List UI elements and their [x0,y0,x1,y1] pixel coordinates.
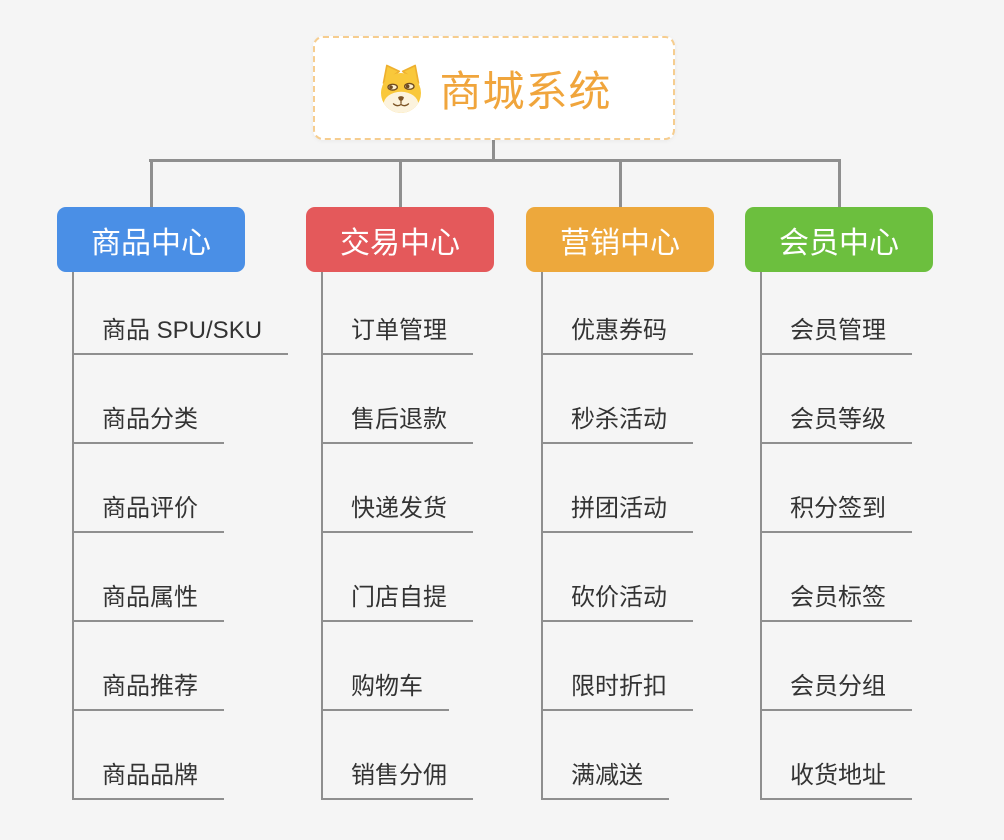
branch-node-label: 营销中心 [560,226,680,260]
branch-node-label: 交易中心 [340,226,460,260]
leaf-node[interactable]: 会员分组 [760,671,912,711]
root-node[interactable]: 商城系统 [313,36,675,140]
leaf-node[interactable]: 秒杀活动 [541,404,693,444]
connector-horizontal [149,159,840,162]
connector-drop [149,159,153,207]
leaf-node-label: 限时折扣 [571,673,667,700]
doge-face-icon [381,64,422,113]
leaf-node[interactable]: 订单管理 [321,315,473,355]
leaf-node[interactable]: 收货地址 [760,760,912,800]
branch-node-1[interactable]: 商品中心 [57,207,245,272]
connector-root-stub [492,140,495,162]
leaf-node-label: 商品推荐 [102,673,198,700]
leaf-node[interactable]: 商品品牌 [72,760,224,800]
leaf-node-label: 销售分佣 [351,762,447,789]
leaf-node[interactable]: 会员标签 [760,582,912,622]
leaf-node-label: 购物车 [351,673,423,700]
leaf-node-label: 秒杀活动 [571,406,667,433]
leaf-node-label: 积分签到 [790,495,886,522]
connector-spine [321,272,323,800]
leaf-node[interactable]: 会员管理 [760,315,912,355]
leaf-node-label: 订单管理 [351,317,447,344]
connector-spine [72,272,74,800]
leaf-node[interactable]: 商品 SPU/SKU [72,315,289,355]
leaf-node-label: 会员管理 [790,317,886,344]
leaf-node[interactable]: 满减送 [541,760,669,800]
leaf-node-label: 会员等级 [790,406,886,433]
leaf-node-label: 满减送 [571,762,643,789]
connector-drop [837,159,841,207]
leaf-node[interactable]: 门店自提 [321,582,473,622]
leaf-node-label: 砍价活动 [571,584,667,611]
leaf-node[interactable]: 积分签到 [760,493,912,533]
leaf-node-label: 商品 SPU/SKU [102,317,263,344]
leaf-node-label: 售后退款 [351,406,447,433]
leaf-node-label: 商品属性 [102,584,198,611]
leaf-node[interactable]: 拼团活动 [541,493,693,533]
leaf-node-label: 快递发货 [351,495,447,522]
leaf-node[interactable]: 商品属性 [72,582,224,622]
leaf-node[interactable]: 限时折扣 [541,671,693,711]
connector-drop [398,159,402,207]
leaf-node[interactable]: 购物车 [321,671,449,711]
connector-drop [618,159,622,207]
leaf-node-label: 门店自提 [351,584,447,611]
branch-node-2[interactable]: 交易中心 [306,207,494,272]
branch-node-label: 商品中心 [91,226,211,260]
leaf-node[interactable]: 砍价活动 [541,582,693,622]
root-node-label: 商城系统 [439,67,612,115]
leaf-node[interactable]: 会员等级 [760,404,912,444]
leaf-node[interactable]: 商品分类 [72,404,224,444]
leaf-node-label: 商品评价 [102,495,198,522]
leaf-node-label: 拼团活动 [571,495,667,522]
leaf-node-label: 会员标签 [790,584,886,611]
leaf-node-label: 商品品牌 [102,762,198,789]
leaf-node[interactable]: 售后退款 [321,404,473,444]
connector-spine [760,272,762,800]
leaf-node-label: 商品分类 [102,406,198,433]
leaf-node[interactable]: 商品推荐 [72,671,224,711]
leaf-node-label: 收货地址 [790,762,886,789]
branch-node-3[interactable]: 营销中心 [526,207,714,272]
connector-spine [541,272,543,800]
leaf-node[interactable]: 销售分佣 [321,760,473,800]
branch-node-label: 会员中心 [779,226,899,260]
leaf-node[interactable]: 优惠券码 [541,315,693,355]
leaf-node[interactable]: 商品评价 [72,493,224,533]
leaf-node[interactable]: 快递发货 [321,493,473,533]
branch-node-4[interactable]: 会员中心 [745,207,933,272]
leaf-node-label: 优惠券码 [571,317,667,344]
leaf-node-label: 会员分组 [790,673,886,700]
